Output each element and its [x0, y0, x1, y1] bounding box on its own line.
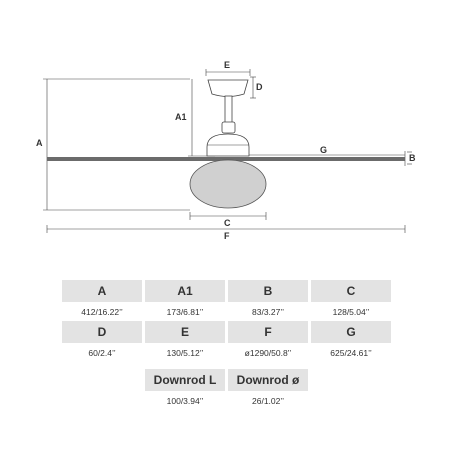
- canopy: [207, 79, 249, 97]
- spec-value-downrod-length: 100/3.94’’: [166, 396, 204, 406]
- downrod: [224, 95, 233, 124]
- spec-header-d: D: [62, 321, 142, 343]
- spec-header-b: B: [228, 280, 308, 302]
- light-globe: [189, 159, 267, 209]
- spec-value-a1: 173/6.81’’: [166, 307, 204, 317]
- spec-value-f: ø1290/50.8’’: [244, 348, 292, 358]
- fan-dimension-diagram: A A1 E D G B C F: [36, 60, 416, 241]
- spec-value-b: 83/3.27’’: [252, 307, 284, 317]
- spec-header-downrod-length: Downrod L: [145, 369, 225, 391]
- spec-value-d: 60/2.4’’: [88, 348, 116, 358]
- spec-header-downrod-diameter: Downrod ø: [228, 369, 308, 391]
- label-e: E: [224, 60, 230, 70]
- spec-value-downrod-diameter: 26/1.02’’: [252, 396, 284, 406]
- label-a: A: [36, 138, 43, 148]
- label-c: C: [224, 218, 231, 228]
- spec-header-a: A: [62, 280, 142, 302]
- spec-value-g: 625/24.61’’: [330, 348, 372, 358]
- spec-value-c: 128/5.04’’: [332, 307, 370, 317]
- spec-value-e: 130/5.12’’: [166, 348, 204, 358]
- spec-header-g: G: [311, 321, 391, 343]
- label-d: D: [256, 82, 263, 92]
- label-a1: A1: [175, 112, 187, 122]
- label-b: B: [409, 153, 416, 163]
- spec-header-c: C: [311, 280, 391, 302]
- blades: [47, 157, 405, 161]
- label-f: F: [224, 231, 230, 241]
- spec-value-a: 412/16.22’’: [81, 307, 123, 317]
- spec-header-f: F: [228, 321, 308, 343]
- spec-header-e: E: [145, 321, 225, 343]
- fan-body: [47, 79, 405, 209]
- label-g: G: [320, 145, 327, 155]
- spec-header-a1: A1: [145, 280, 225, 302]
